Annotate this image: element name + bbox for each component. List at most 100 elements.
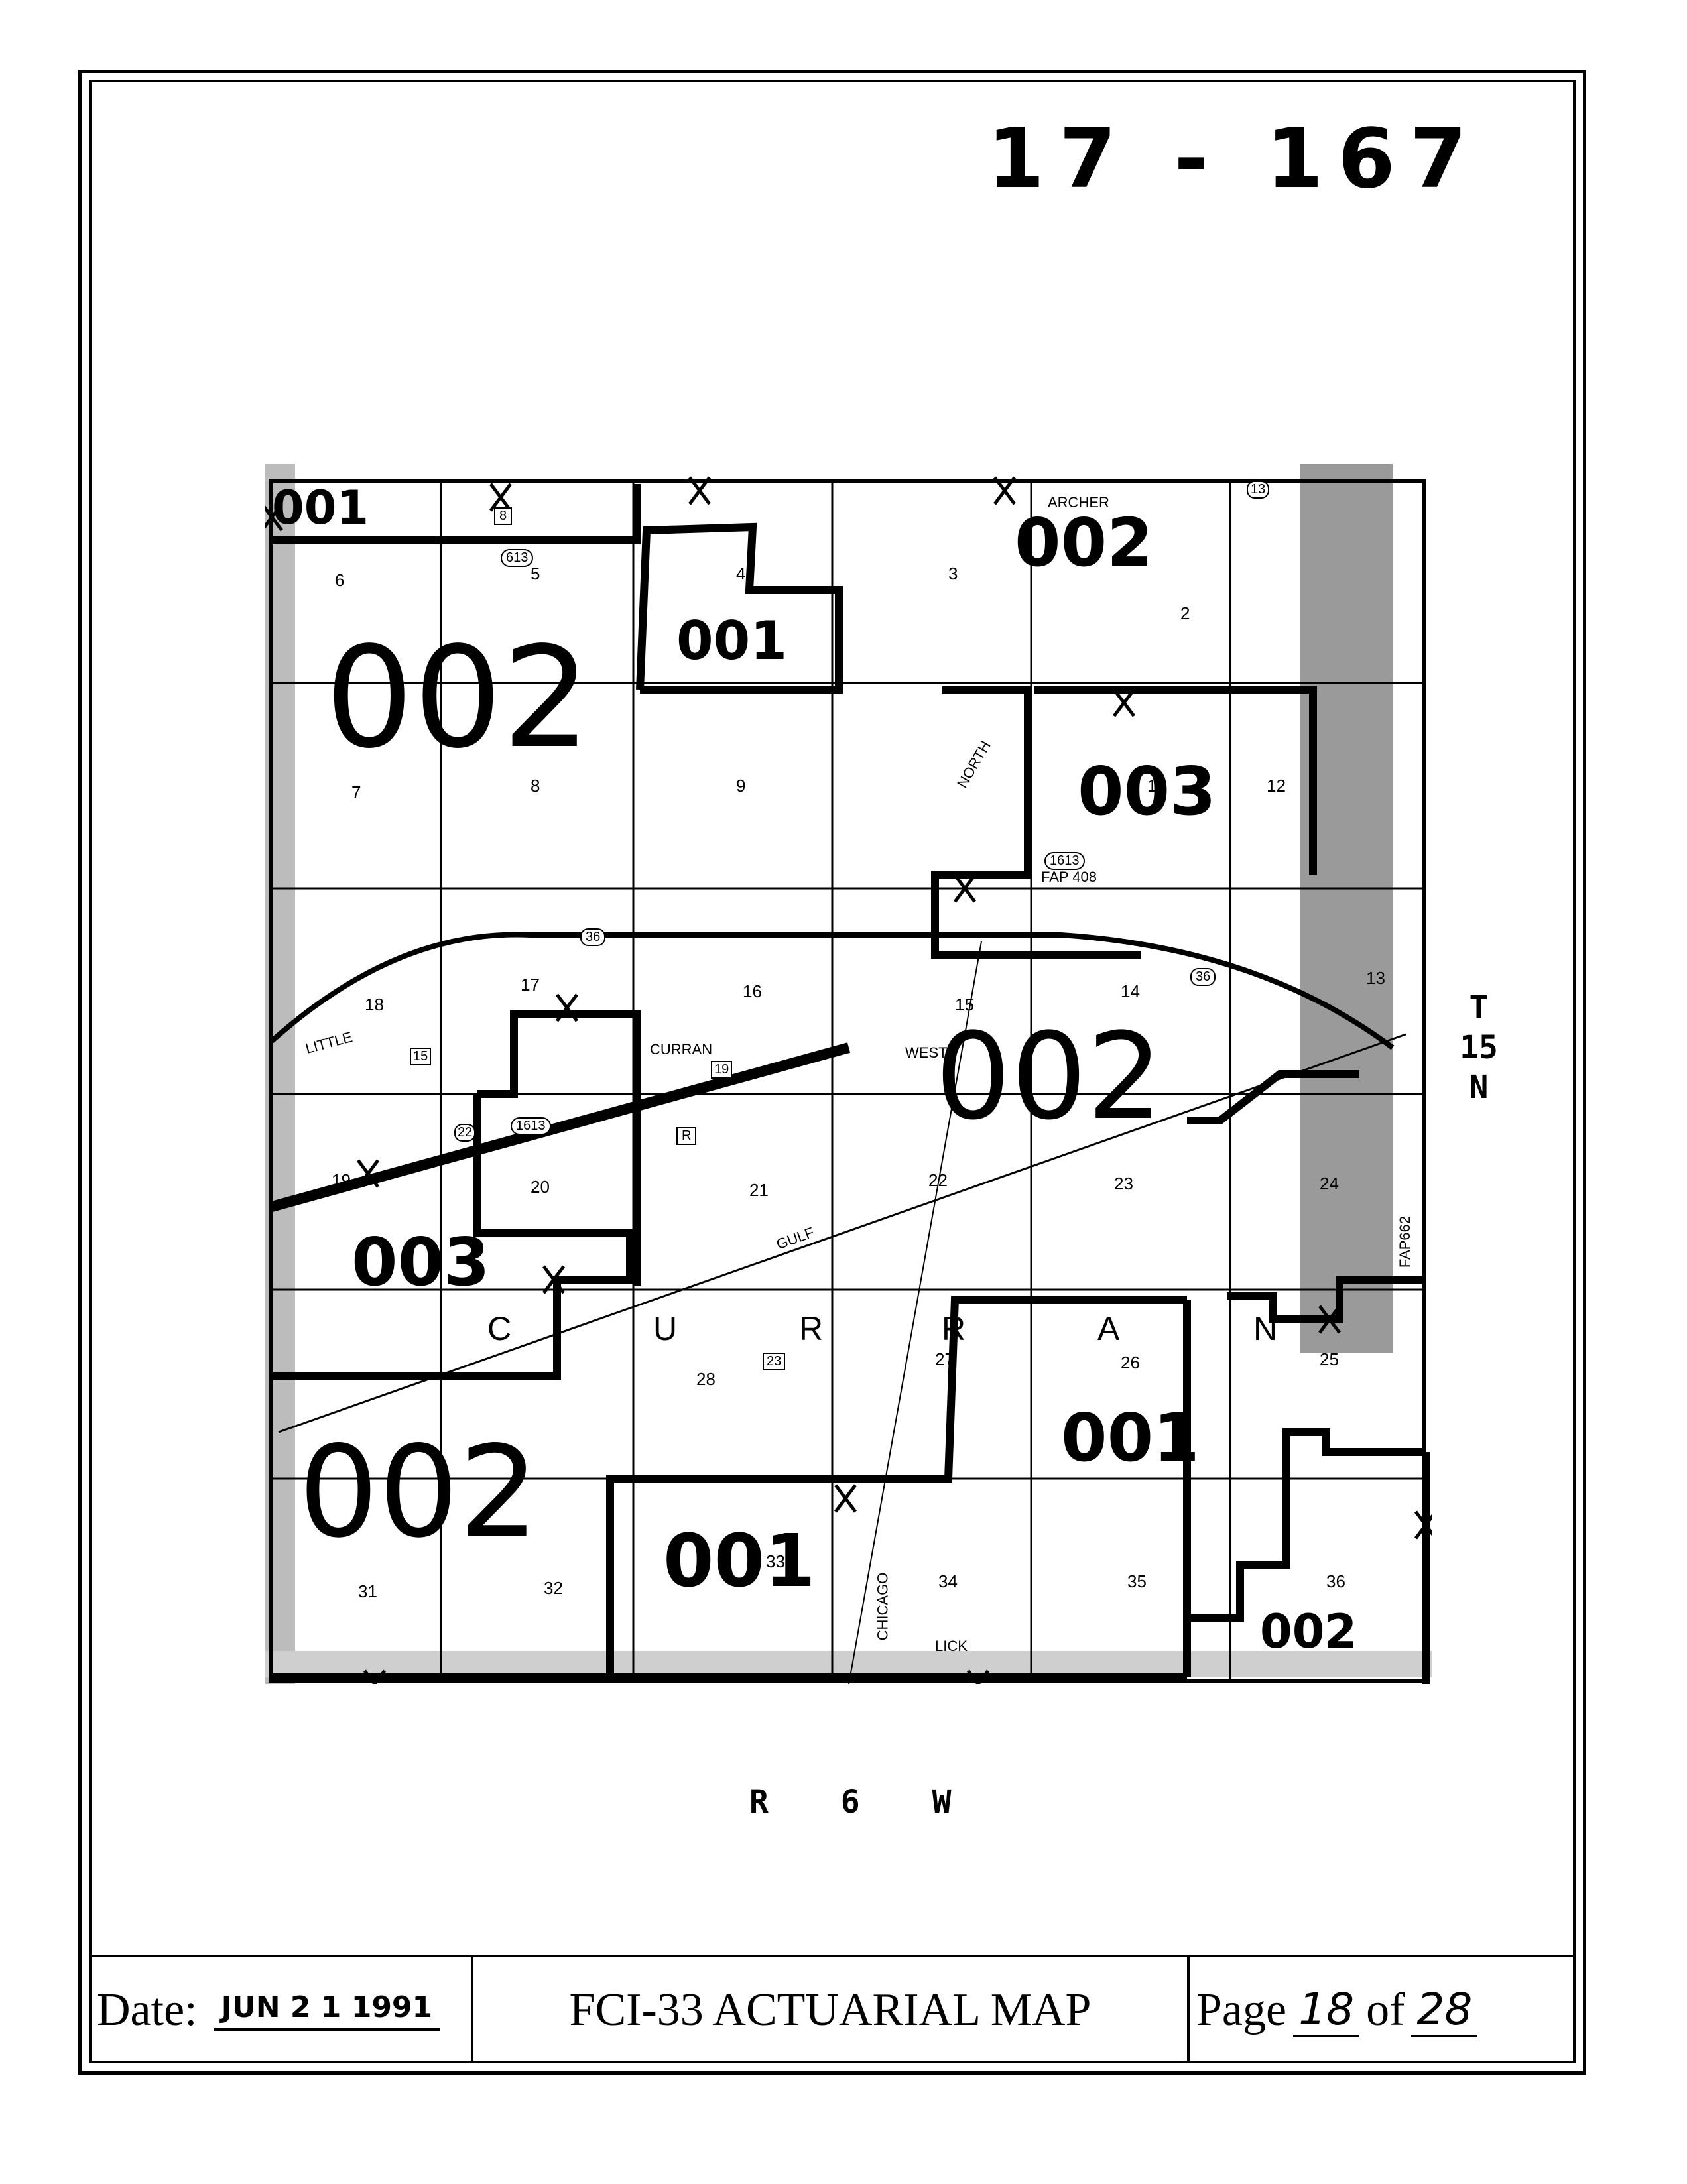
place-name: FAP 408 <box>1041 869 1097 885</box>
route-shield-icon: 36 <box>580 928 606 946</box>
zone-code: 003 <box>1078 753 1216 830</box>
page-label: Page <box>1196 1984 1287 2035</box>
place-labels: ARCHER CURRAN NORTH WEST GULF LITTLE CHI… <box>265 464 1432 1684</box>
route-shield-icon: 22 <box>454 1124 476 1142</box>
actuarial-map: 1 2 3 4 5 6 7 8 9 12 13 14 15 16 17 18 1… <box>265 464 1432 1684</box>
place-name: WEST <box>905 1044 948 1061</box>
township-label-number: 15 <box>1460 1029 1498 1066</box>
section-number: 19 <box>332 1170 351 1190</box>
route-shield-icon: 23 <box>763 1353 786 1370</box>
gulf-line <box>278 1033 1406 1433</box>
section-number: 22 <box>928 1170 948 1190</box>
route-shield-icon: 1613 <box>511 1117 551 1135</box>
section-grid <box>271 481 1424 1681</box>
zone-code: 001 <box>272 481 369 535</box>
route-shield-icon: 1613 <box>1044 852 1085 870</box>
place-name: CURRAN <box>650 1041 713 1058</box>
page-cell: Page 18 of 28 <box>1190 1957 1576 2063</box>
zone-code: 002 <box>935 1008 1163 1146</box>
route-shields: 613 1613 1613 36 36 15 22 19 23 13 R 8 <box>265 464 1432 1684</box>
section-number: 9 <box>736 776 746 796</box>
township-letter: R <box>799 1310 824 1347</box>
footer: Date: JUN 2 1 1991 FCI-33 ACTUARIAL MAP … <box>89 1955 1576 2063</box>
page-of-label: of <box>1366 1984 1405 2035</box>
township-label-n: N <box>1469 1069 1489 1106</box>
section-number: 36 <box>1326 1571 1345 1591</box>
section-number: 1 <box>1147 776 1157 796</box>
section-number: 15 <box>955 995 974 1014</box>
zone-code: 002 <box>1015 504 1153 581</box>
section-number: 13 <box>1366 968 1385 988</box>
title-cell: FCI-33 ACTUARIAL MAP <box>473 1957 1190 2063</box>
section-number: 7 <box>351 782 361 802</box>
township-letter: C <box>487 1310 512 1347</box>
place-name: LICK <box>935 1638 968 1654</box>
section-number: 23 <box>1114 1174 1133 1193</box>
shaded-area-south <box>265 1651 1432 1677</box>
range-label: R 6 W <box>749 1784 978 1821</box>
route-shield-icon: 15 <box>410 1048 432 1065</box>
zone-code: 002 <box>298 1419 539 1565</box>
outer-frame <box>78 70 1586 2075</box>
section-number: 16 <box>743 981 762 1001</box>
section-number: 21 <box>749 1180 769 1200</box>
township-label: T 15 N <box>1452 988 1505 1107</box>
section-number: 3 <box>948 564 958 583</box>
section-labels: 1 2 3 4 5 6 7 8 9 12 13 14 15 16 17 18 1… <box>265 464 1432 1684</box>
page-number: 18 <box>1293 1984 1360 2037</box>
section-number: 32 <box>544 1578 563 1598</box>
section-number: 28 <box>696 1369 716 1389</box>
section-number: 6 <box>335 570 345 590</box>
zone-codes: 001 002 001 002 002 003 002 003 002 001 … <box>265 464 1432 1684</box>
route-shield-icon: R <box>676 1127 697 1145</box>
section-number: 2 <box>1180 603 1190 623</box>
date-value: JUN 2 1 1991 <box>213 1990 441 2031</box>
section-number: 35 <box>1127 1571 1147 1591</box>
zone-code: 002 <box>1260 1605 1357 1659</box>
zone-code: 001 <box>676 610 787 672</box>
township-letter: A <box>1097 1310 1120 1347</box>
section-number: 8 <box>531 776 540 796</box>
shaded-area-east <box>1300 464 1393 1353</box>
township-letter: R <box>942 1310 966 1347</box>
highway-36 <box>270 932 1395 1050</box>
zone-boundaries <box>272 484 1430 1684</box>
section-number: 14 <box>1121 981 1140 1001</box>
route-shield-icon: 8 <box>494 507 513 525</box>
route-shield-icon: 19 <box>711 1061 733 1079</box>
place-name: ARCHER <box>1048 494 1109 511</box>
township-name: C U R R A N <box>265 464 1432 1684</box>
date-cell: Date: JUN 2 1 1991 <box>89 1957 473 2063</box>
route-shield-icon: 36 <box>1190 968 1216 986</box>
crossing-marks <box>265 476 1432 1684</box>
section-number: 24 <box>1320 1174 1339 1193</box>
township-label-t: T <box>1469 989 1489 1026</box>
section-number: 31 <box>358 1581 377 1601</box>
zone-code: 003 <box>351 1223 490 1301</box>
section-number: 18 <box>365 995 384 1014</box>
section-number: 17 <box>521 975 540 995</box>
map-svg <box>265 464 1432 1684</box>
section-number: 4 <box>736 564 746 583</box>
township-letter: U <box>653 1310 678 1347</box>
railroad <box>270 1042 851 1212</box>
township-letter: N <box>1253 1310 1278 1347</box>
page-total: 28 <box>1411 1984 1478 2037</box>
route-shield-icon: 613 <box>501 549 534 567</box>
zone-code: 001 <box>1061 1399 1200 1477</box>
inner-frame <box>89 80 1576 2063</box>
zone-code: 001 <box>663 1518 816 1603</box>
section-number: 25 <box>1320 1349 1339 1369</box>
page-code: 17 - 167 <box>987 111 1481 207</box>
section-number: 33 <box>766 1551 785 1571</box>
section-number: 34 <box>938 1571 958 1591</box>
route-shield-icon: 13 <box>1247 481 1270 499</box>
section-number: 27 <box>935 1349 954 1369</box>
section-number: 5 <box>531 564 540 583</box>
map-title: FCI-33 ACTUARIAL MAP <box>569 1984 1092 2035</box>
section-number: 20 <box>531 1177 550 1197</box>
date-label: Date: <box>97 1984 198 2035</box>
section-number: 26 <box>1121 1353 1140 1372</box>
north-line <box>848 941 982 1684</box>
zone-code: 002 <box>325 617 591 779</box>
